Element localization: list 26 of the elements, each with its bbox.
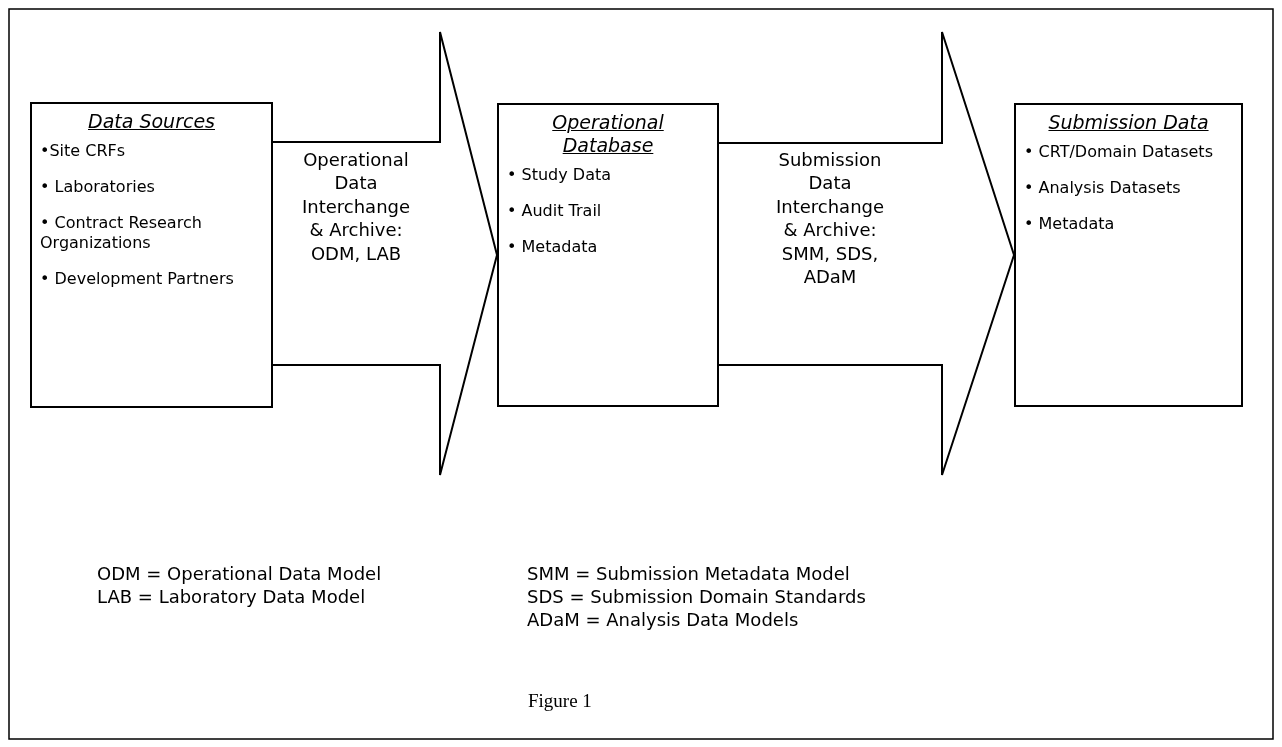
bullet-item: • CRT/Domain Datasets — [1024, 141, 1214, 162]
abbreviation-note: ADaM = Analysis Data Models — [527, 609, 799, 630]
edge-label: Operational Data Interchange & Archive: ODM, LAB — [300, 148, 412, 265]
block-arrow — [272, 31, 499, 476]
bullet-item: •Site CRFs — [40, 140, 127, 161]
bullet-item: • Metadata — [1024, 213, 1116, 234]
box-heading: Submission Data — [1047, 111, 1210, 134]
bullet-item: • Development Partners — [40, 268, 235, 289]
abbreviation-note: LAB = Laboratory Data Model — [97, 586, 366, 607]
bullet-item: • Analysis Datasets — [1024, 177, 1182, 198]
process-box — [497, 103, 719, 407]
bullet-item: • Laboratories — [40, 176, 156, 197]
bullet-item: • Metadata — [507, 236, 599, 257]
abbreviation-note: SMM = Submission Metadata Model — [527, 563, 850, 584]
figure-caption: Figure 1 — [528, 690, 592, 712]
block-arrow — [718, 31, 1016, 476]
box-heading: Operational Database — [551, 111, 665, 157]
edge-label: Submission Data Interchange & Archive: SMM, SDS, ADaM — [774, 148, 886, 289]
bullet-item: • Study Data — [507, 164, 612, 185]
bullet-item: • Contract Research Organizations — [40, 212, 203, 253]
abbreviation-note: SDS = Submission Domain Standards — [527, 586, 866, 607]
box-heading: Data Sources — [87, 110, 216, 133]
abbreviation-note: ODM = Operational Data Model — [97, 563, 382, 584]
bullet-item: • Audit Trail — [507, 200, 603, 221]
process-box — [1014, 103, 1243, 407]
process-box — [30, 102, 273, 408]
